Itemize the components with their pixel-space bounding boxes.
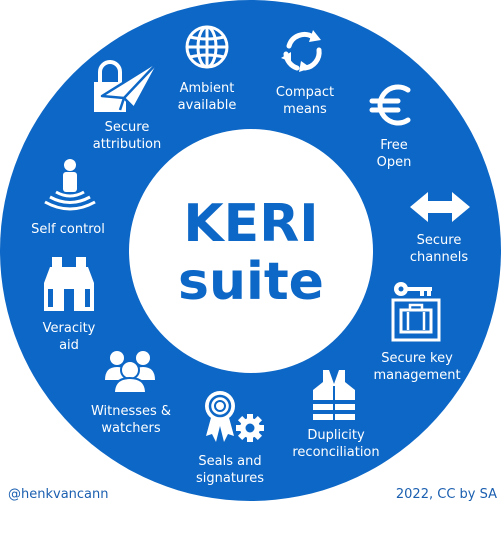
- segment-free-line2: Open: [376, 155, 412, 170]
- segment-free-label: Free Open: [377, 137, 412, 171]
- hub-title-line2: suite: [178, 252, 324, 312]
- segment-channels-line1: Secure: [416, 233, 462, 248]
- segment-veracity-line1: Veracity: [42, 321, 96, 336]
- segment-keys-line2: management: [373, 368, 461, 383]
- segment-duplicity-label: Duplicity reconciliation: [292, 427, 379, 461]
- segment-seals-line1: Seals and: [198, 454, 262, 469]
- segment-duplicity-line1: Duplicity: [307, 428, 365, 443]
- segment-keys-line1: Secure key: [381, 351, 453, 366]
- recycle-arrows-icon: [279, 28, 327, 76]
- segment-witnesses-line1: Witnesses &: [90, 404, 172, 419]
- person-signal-icon: [44, 158, 96, 212]
- binoculars-icon: [40, 255, 98, 313]
- safety-vest-icon: [309, 368, 359, 422]
- segment-attribution-line1: Secure: [104, 120, 150, 135]
- license-credit: 2022, CC by SA: [395, 487, 497, 502]
- euro-icon: [368, 80, 418, 130]
- author-credit: @henkvancann: [8, 487, 109, 502]
- center-hub: [129, 129, 373, 373]
- segment-compact-label: Compact means: [276, 84, 334, 118]
- segment-seals-line2: signatures: [195, 471, 265, 486]
- lock-paperplane-icon: [90, 56, 162, 118]
- segment-selfcontrol-label: Self control: [31, 221, 105, 238]
- segment-keys-label: Secure key management: [373, 350, 460, 384]
- segment-attribution-line2: attribution: [92, 137, 162, 152]
- segment-channels-line2: channels: [409, 250, 469, 265]
- segment-ambient-line1: Ambient: [179, 81, 235, 96]
- segment-attribution-label: Secure attribution: [93, 119, 162, 153]
- segment-duplicity-line2: reconciliation: [292, 445, 380, 460]
- globe-icon: [182, 24, 232, 70]
- segment-witnesses-label: Witnesses & watchers: [91, 403, 171, 437]
- segment-veracity-line2: aid: [59, 338, 79, 353]
- segment-free-line1: Free: [380, 138, 408, 153]
- segment-seals-label: Seals and signatures: [196, 453, 264, 487]
- segment-witnesses-line2: watchers: [101, 421, 161, 436]
- seal-gears-icon: [200, 388, 266, 444]
- segment-ambient-label: Ambient available: [178, 80, 237, 114]
- segment-compact-line2: means: [283, 102, 327, 117]
- segment-compact-line1: Compact: [275, 85, 335, 100]
- segment-selfcontrol-line1: Self control: [31, 222, 105, 237]
- segment-channels-label: Secure channels: [410, 232, 468, 266]
- hub-title-line1: KERI: [183, 194, 319, 254]
- segment-ambient-line2: available: [177, 98, 237, 113]
- people-group-icon: [104, 346, 156, 394]
- double-arrow-icon: [408, 190, 472, 224]
- segment-veracity-label: Veracity aid: [43, 320, 96, 354]
- key-safe-icon: [388, 280, 444, 342]
